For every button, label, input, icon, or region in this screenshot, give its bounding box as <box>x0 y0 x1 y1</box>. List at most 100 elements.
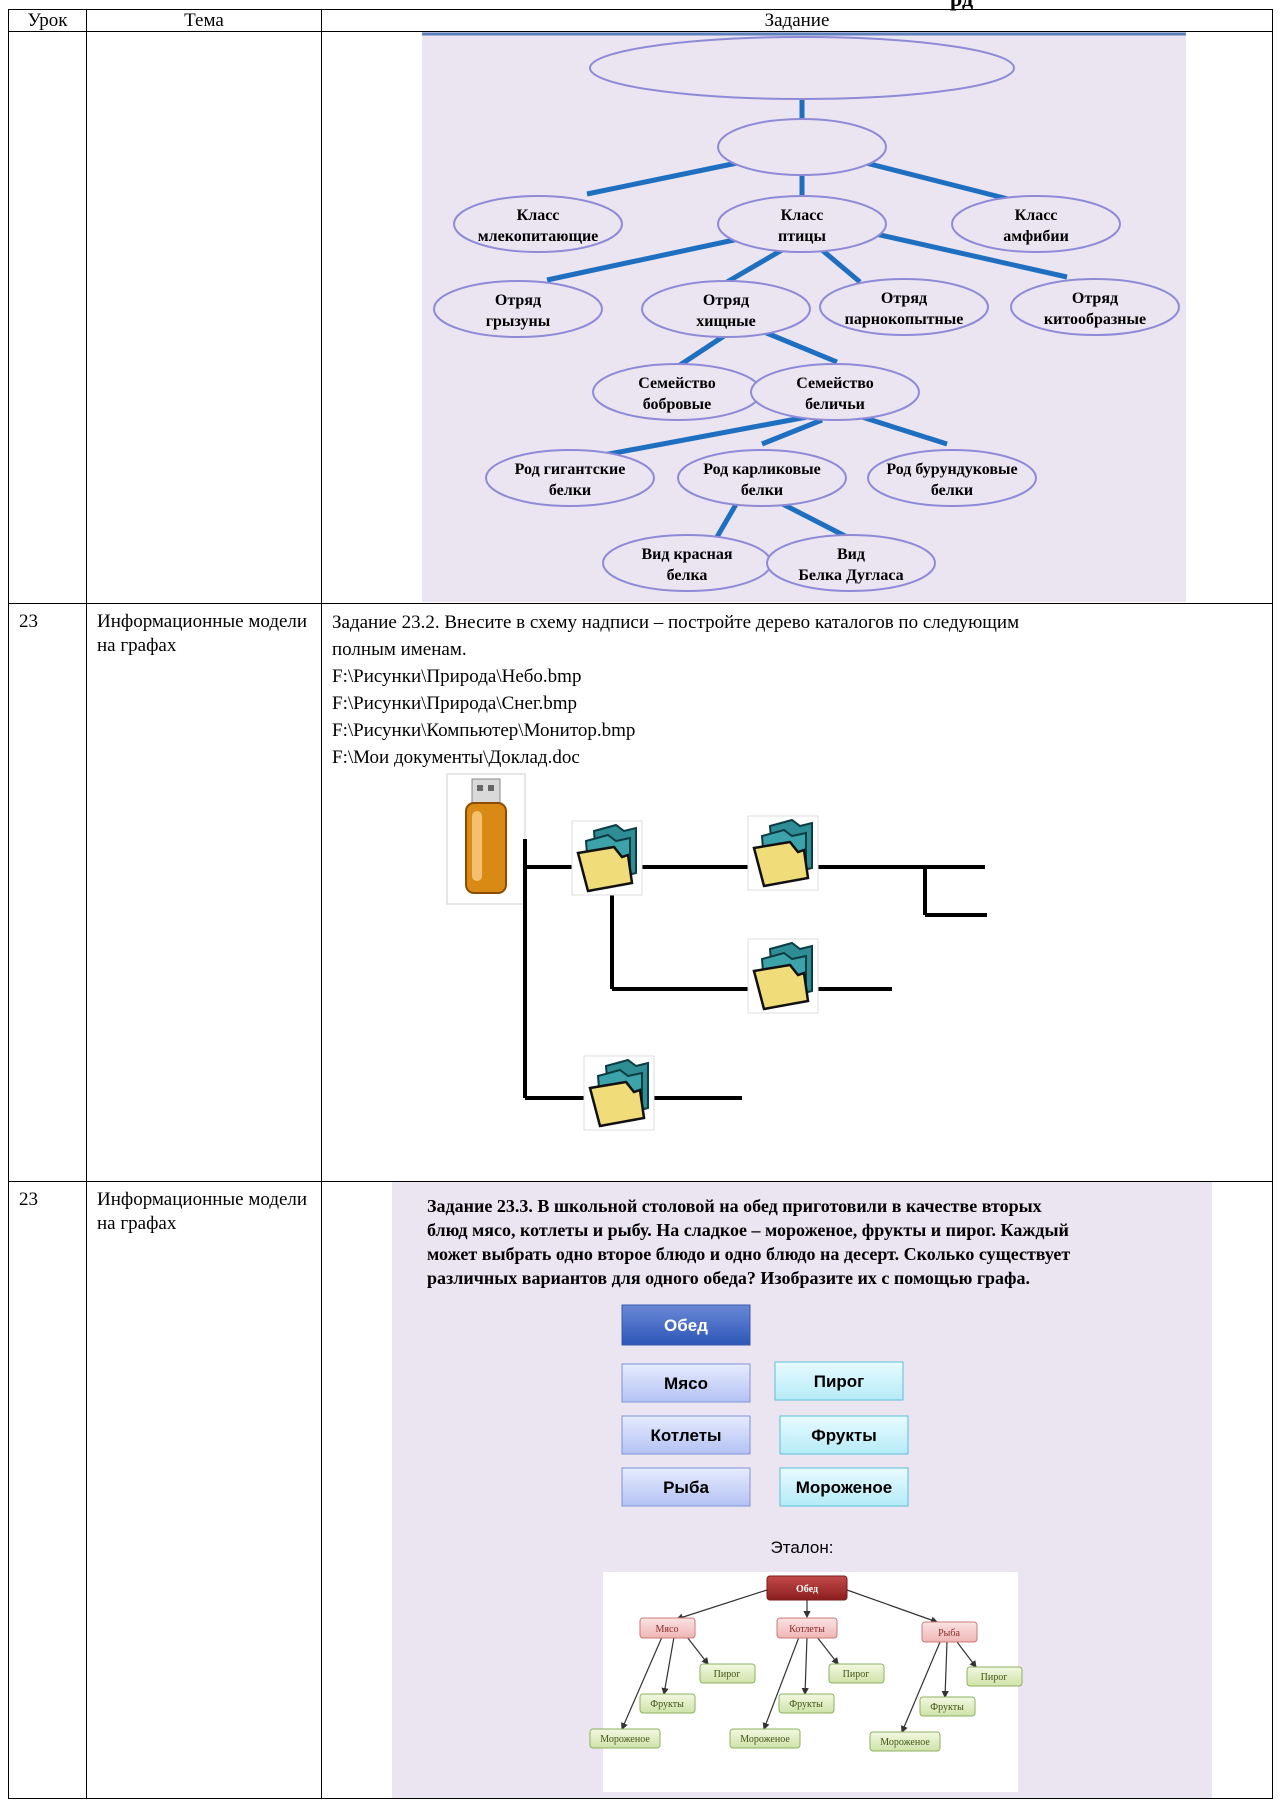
tree-node-label: белка <box>667 567 708 584</box>
dinner-panel: Задание 23.3. В школьной столовой на обе… <box>392 1182 1212 1798</box>
node-birds <box>717 195 887 253</box>
tree-node-label: Класс <box>781 207 824 224</box>
etalon-leaf-label: Мороженое <box>600 1734 650 1745</box>
task-line: Задание 23.2. Внесите в схему надписи – … <box>332 612 1020 633</box>
folder-tree-diagram <box>446 773 987 1132</box>
node-artiodactyls <box>819 278 989 336</box>
etalon-leaf-label: Фрукты <box>650 1699 684 1710</box>
header-task: Задание <box>321 9 1273 32</box>
taxonomy-diagram: КлассмлекопитающиеКлассптицыКлассамфибии… <box>422 32 1186 602</box>
main-dish-label: Рыба <box>663 1478 709 1497</box>
node-dwarf-squirrels <box>677 449 847 507</box>
path-line: F:\Рисунки\Компьютер\Монитор.bmp <box>332 720 636 741</box>
tree-node-label: амфибии <box>1003 228 1069 245</box>
topic-cell: Информационные модели на графах <box>86 603 322 1182</box>
etalon-leaf-label: Мороженое <box>740 1734 790 1745</box>
node-predators <box>641 280 811 338</box>
etalon-leaf-label: Пирог <box>981 1672 1008 1683</box>
task-text: Задание 23.3. В школьной столовой на обе… <box>427 1194 1197 1290</box>
lesson-table: Урок Тема Задание <box>8 9 1273 1799</box>
tree-node-label: Род гигантские <box>515 461 626 478</box>
folder-icon <box>746 814 820 892</box>
folder-icon <box>746 937 820 1015</box>
tree-node-label: Семейство <box>796 375 874 392</box>
node-cetaceans <box>1010 278 1180 336</box>
table-header-row: Урок Тема Задание <box>8 9 1273 32</box>
topic-text: Информационные модели на графах <box>97 1189 308 1234</box>
table-row: 23 Информационные модели на графах Задан… <box>8 603 1273 1182</box>
tree-node-label: Семейство <box>638 375 716 392</box>
tree-node-label: Класс <box>1015 207 1058 224</box>
usb-drive-icon <box>446 773 526 905</box>
task-line: Задание 23.3. В школьной столовой на обе… <box>427 1196 1042 1216</box>
node-mammals <box>453 195 623 253</box>
task-line: различных вариантов для одного обеда? Из… <box>427 1268 1030 1288</box>
folder-icon <box>570 819 644 897</box>
lesson-cell: 23 <box>8 603 87 1182</box>
page-title-fragment: рд <box>950 0 973 12</box>
tree-node-label: бобровые <box>643 396 712 413</box>
path-line: F:\Рисунки\Природа\Небо.bmp <box>332 666 582 687</box>
path-line: F:\Мои документы\Доклад.doc <box>332 747 580 768</box>
task-cell: Задание 23.2. Внесите в схему надписи – … <box>321 603 1273 1182</box>
node-chipmunks <box>867 449 1037 507</box>
etalon-main-label: Мясо <box>656 1624 679 1635</box>
tree-node-label: Вид <box>837 546 865 563</box>
folder-icon <box>582 1054 656 1132</box>
etalon-leaf-label: Пирог <box>843 1669 870 1680</box>
node-squirrels <box>750 363 920 421</box>
dinner-root-box: Обед <box>621 1304 751 1346</box>
tree-node-label: млекопитающие <box>478 228 599 245</box>
etalon-nodes: Обед Мясо Котлеты Рыба Пирог Фрукты <box>589 1575 1023 1752</box>
topic-cell <box>86 31 322 604</box>
etalon-leaf-label: Фрукты <box>930 1702 964 1713</box>
node-giant-squirrels <box>485 449 655 507</box>
folder-tree-lines <box>523 839 987 1100</box>
dinner-graph: Обед Мясо Котлеты Рыба Пирог Фр <box>589 1304 1023 1792</box>
tree-level2-blank <box>717 118 887 176</box>
tree-node-label: Род карликовые <box>703 461 821 478</box>
tree-root-blank <box>589 36 1015 100</box>
tree-node-label: Род бурундуковые <box>886 461 1017 478</box>
etalon-root-label: Обед <box>796 1584 818 1595</box>
tree-nodes <box>433 36 1180 592</box>
lesson-number: 23 <box>19 611 38 632</box>
etalon-main-label: Рыба <box>938 1628 960 1639</box>
main-dish-label: Мясо <box>664 1374 708 1393</box>
header-lesson: Урок <box>8 9 87 32</box>
topic-cell: Информационные модели на графах <box>86 1181 322 1799</box>
lesson-cell <box>8 31 87 604</box>
main-dish-label: Котлеты <box>650 1426 721 1445</box>
task-cell: Задание 23.3. В школьной столовой на обе… <box>321 1181 1273 1799</box>
lesson-number: 23 <box>19 1189 38 1210</box>
etalon-leaf-label: Мороженое <box>880 1737 930 1748</box>
tree-node-label: Вид красная <box>641 546 732 563</box>
task-text: Задание 23.2. Внесите в схему надписи – … <box>322 604 1272 771</box>
dessert-label: Мороженое <box>796 1478 892 1497</box>
etalon-main-label: Котлеты <box>789 1624 825 1635</box>
tree-node-label: хищные <box>696 313 756 330</box>
node-rodents <box>433 280 603 338</box>
tree-node-label: Отряд <box>881 290 927 307</box>
header-topic: Тема <box>86 9 322 32</box>
tree-node-label: Отряд <box>703 292 749 309</box>
lesson-cell: 23 <box>8 1181 87 1799</box>
tree-node-label: Отряд <box>1072 290 1118 307</box>
node-douglas-squirrel <box>766 534 936 592</box>
etalon-background <box>603 1572 1018 1792</box>
main-dish-boxes: Мясо Котлеты Рыба <box>621 1363 751 1507</box>
etalon-leaf-label: Фрукты <box>789 1699 823 1710</box>
etalon-label: Эталон: <box>771 1538 834 1557</box>
etalon-leaf-label: Пирог <box>714 1669 741 1680</box>
topic-text: Информационные модели на графах <box>97 611 308 656</box>
etalon-graph: Обед Мясо Котлеты Рыба Пирог Фрукты <box>589 1572 1023 1792</box>
tree-node-label: Белка Дугласа <box>798 567 903 584</box>
task-line: блюд мясо, котлеты и рыбу. На сладкое – … <box>427 1220 1069 1240</box>
tree-node-label: белки <box>741 482 783 499</box>
table-row: 23 Информационные модели на графах Задан… <box>8 1181 1273 1799</box>
path-line: F:\Рисунки\Природа\Снег.bmp <box>332 693 578 714</box>
dessert-boxes: Пирог Фрукты Мороженое <box>774 1361 909 1507</box>
tree-node-label: белки <box>931 482 973 499</box>
